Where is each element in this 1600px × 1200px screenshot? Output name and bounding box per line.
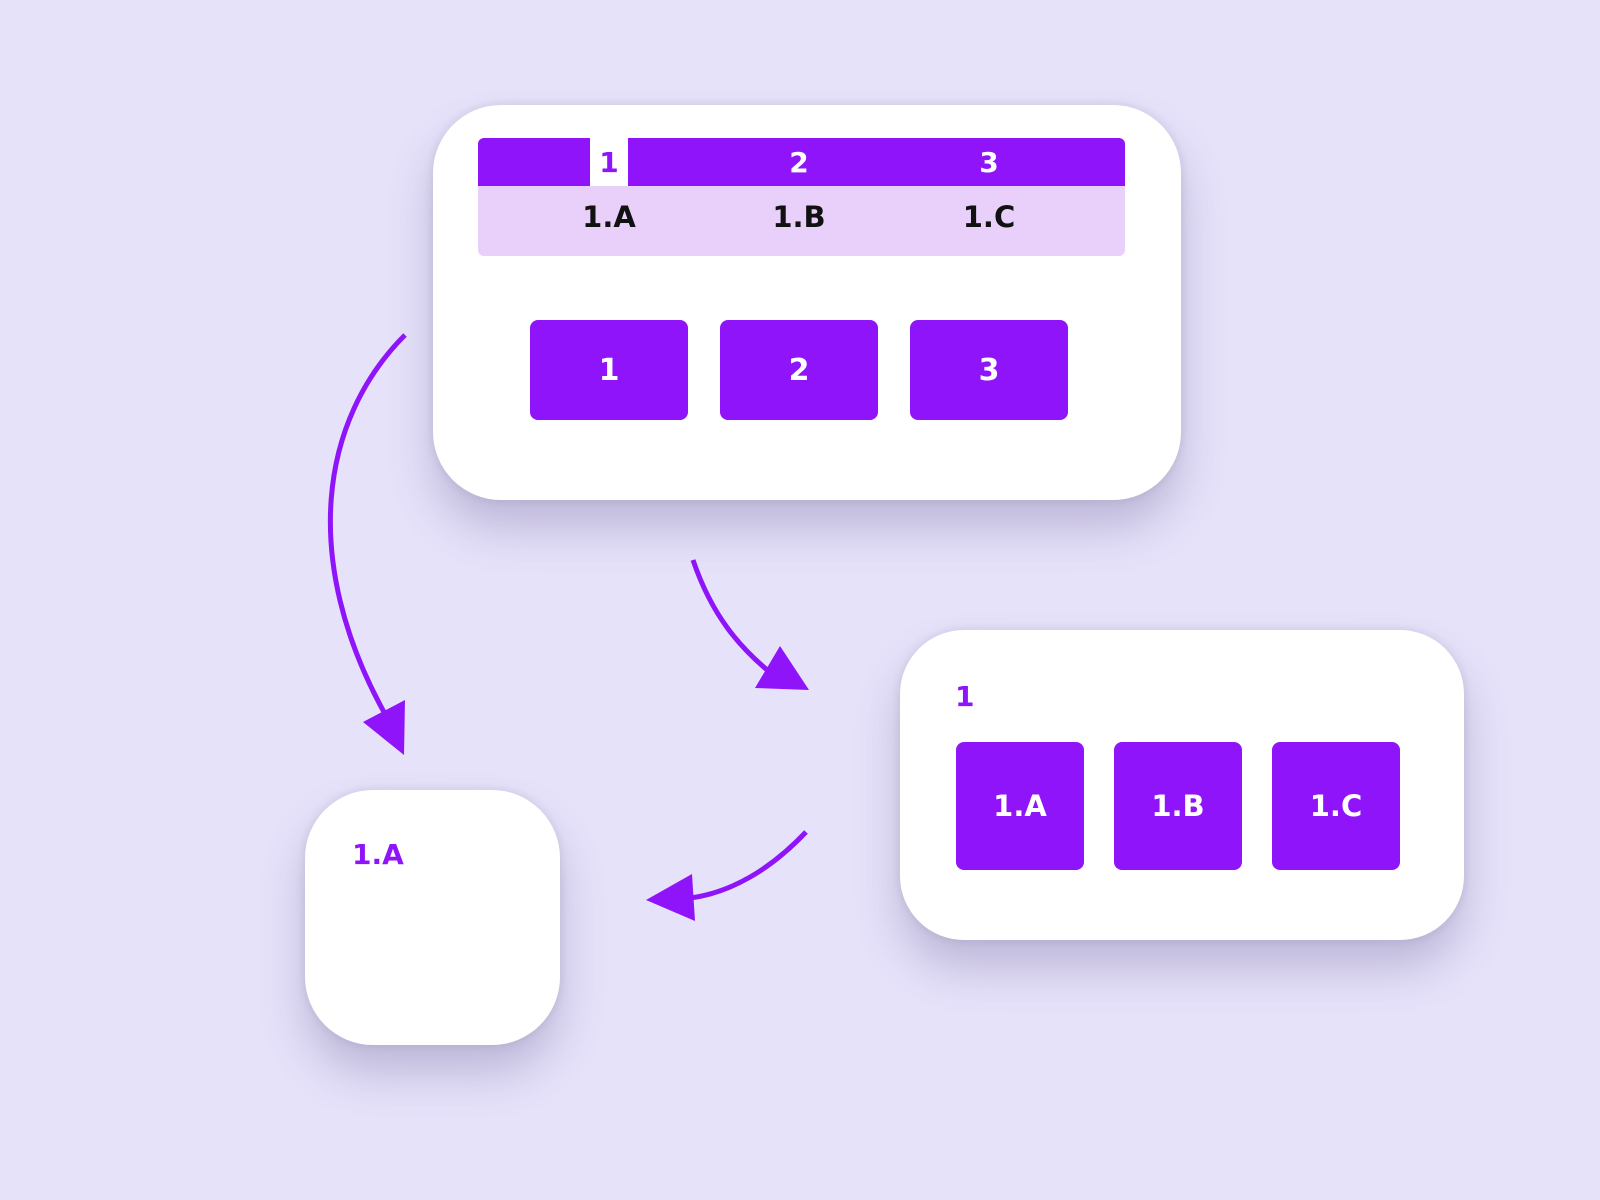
tile-1[interactable]: 1 [530,320,688,420]
arrow-main-to-section [690,559,809,690]
page-card-label: 1.A [352,838,404,871]
sub-tab-1b[interactable]: 1.B [772,200,826,234]
sub-tab-1a[interactable]: 1.A [582,200,636,234]
section-card-label: 1 [955,680,975,713]
arrow-main-to-page [327,333,407,755]
tile-3[interactable]: 3 [910,320,1068,420]
tile-2[interactable]: 2 [720,320,878,420]
tile-1c[interactable]: 1.C [1272,742,1400,870]
nav-tab-1[interactable]: 1 [599,146,619,179]
section-card: 1 1.A 1.B 1.C [900,630,1464,940]
primary-nav-row [478,138,1125,186]
main-navigation-card: 1 2 3 1.A 1.B 1.C 1 2 3 [433,105,1181,500]
tile-1b[interactable]: 1.B [1114,742,1242,870]
sub-tab-1c[interactable]: 1.C [962,200,1016,234]
tile-1a[interactable]: 1.A [956,742,1084,870]
nav-tab-2[interactable]: 2 [789,146,809,179]
navigation-bar: 1 2 3 1.A 1.B 1.C [478,138,1125,256]
page-card: 1.A [305,790,560,1045]
arrow-section-to-page [646,830,808,921]
secondary-nav-row [478,186,1125,256]
active-tab-highlight [590,138,628,186]
nav-tab-3[interactable]: 3 [979,146,999,179]
